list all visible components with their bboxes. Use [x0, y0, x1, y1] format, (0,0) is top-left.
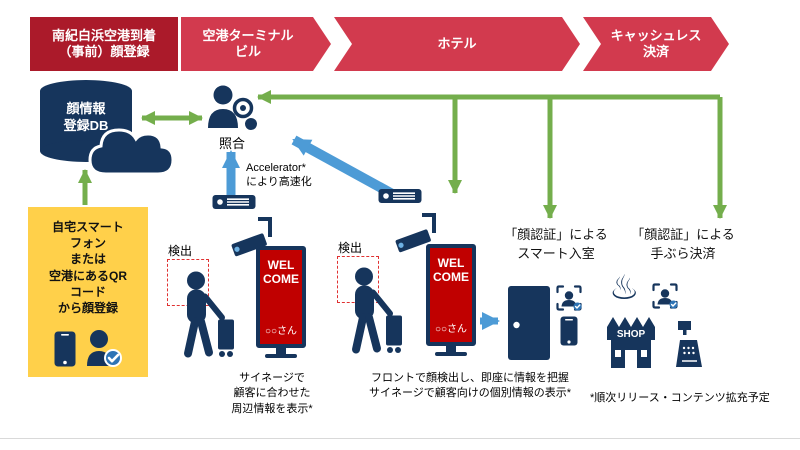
- signage-guest-name: ○○さん: [264, 326, 298, 337]
- detect-label-hotel: 検出: [338, 241, 363, 255]
- process-step-hotel: ホテル: [334, 17, 580, 71]
- entry-reader-icon: [560, 316, 578, 346]
- registration-box: 自宅スマート フォン または 空港にあるQR コード から顔登録: [28, 207, 148, 377]
- process-step-label: ホテル: [437, 35, 477, 51]
- process-step-terminal: 空港ターミナル ビル: [181, 17, 331, 71]
- process-step-preregistration: 南紀白浜空港到着 （事前）顔登録: [30, 17, 178, 71]
- signage-base: [265, 354, 297, 358]
- cloud-icon: [88, 128, 175, 176]
- process-step-label: 空港ターミナル ビル: [202, 27, 294, 59]
- payment-face-badge-icon: [652, 283, 678, 309]
- airport-edge-device-icon: [212, 195, 256, 209]
- slide-bottom-border: [0, 438, 800, 439]
- registration-icons: [54, 329, 122, 367]
- signage-screen: WEL COME ○○さん: [256, 246, 306, 348]
- signage-base: [435, 352, 467, 356]
- verification-person-icon: [208, 85, 257, 130]
- process-step-cashless: キャッシュレス 決済: [583, 17, 729, 71]
- process-step-label: 南紀白浜空港到着 （事前）顔登録: [51, 27, 156, 59]
- cash-register-icon: [676, 321, 702, 367]
- traveler-icon-hotel: [352, 267, 402, 354]
- face-db-label: 顔情報 登録DB: [63, 101, 109, 133]
- process-step-label: キャッシュレス 決済: [610, 27, 702, 59]
- hotel-edge-device-icon: [378, 189, 422, 203]
- registered-face-icon: [87, 330, 122, 367]
- registration-text: 自宅スマート フォン または 空港にあるQR コード から顔登録: [48, 220, 127, 315]
- signage-stand: [276, 348, 286, 354]
- verification-label: 照合: [218, 136, 245, 151]
- signage-screen: WEL COME ○○さん: [426, 244, 476, 346]
- hotel-camera-icon: [395, 213, 436, 253]
- accelerator-note: Accelerator* により高速化: [246, 162, 312, 189]
- traveler-icon-airport: [184, 271, 234, 358]
- cashless-payment-label: 「顔認証」による 手ぶら決済: [631, 227, 735, 261]
- onsen-icon: ♨: [609, 269, 640, 307]
- detect-label-airport: 検出: [168, 244, 193, 258]
- release-footnote: *順次リリース・コンテンツ拡充予定: [590, 392, 770, 404]
- signage-message: WEL COME: [263, 258, 299, 286]
- smartphone-icon: [54, 331, 76, 367]
- caption-airport-signage: サイネージで 顧客に合わせた 周辺情報を表示*: [231, 372, 313, 415]
- arrow-hotel-device-to-verification: [291, 135, 399, 201]
- signage-airport: WEL COME ○○さん: [256, 246, 306, 358]
- shop-icon: SHOP: [607, 317, 655, 368]
- face-db-icon: [40, 80, 175, 176]
- smart-entry-label: 「顔認証」による スマート入室: [504, 227, 608, 261]
- signage-guest-name: ○○さん: [434, 324, 468, 335]
- airport-camera-icon: [231, 217, 272, 257]
- caption-hotel-front: フロントで顔検出し、即座に情報を把握 サイネージで顧客向けの個別情報の表示*: [368, 372, 572, 400]
- signage-hotel: WEL COME ○○さん: [426, 244, 476, 356]
- entry-face-badge-icon: [556, 285, 582, 311]
- signage-message: WEL COME: [433, 256, 469, 284]
- door-icon: [508, 286, 550, 360]
- shop-sign-text: SHOP: [617, 329, 646, 340]
- signage-stand: [446, 346, 456, 352]
